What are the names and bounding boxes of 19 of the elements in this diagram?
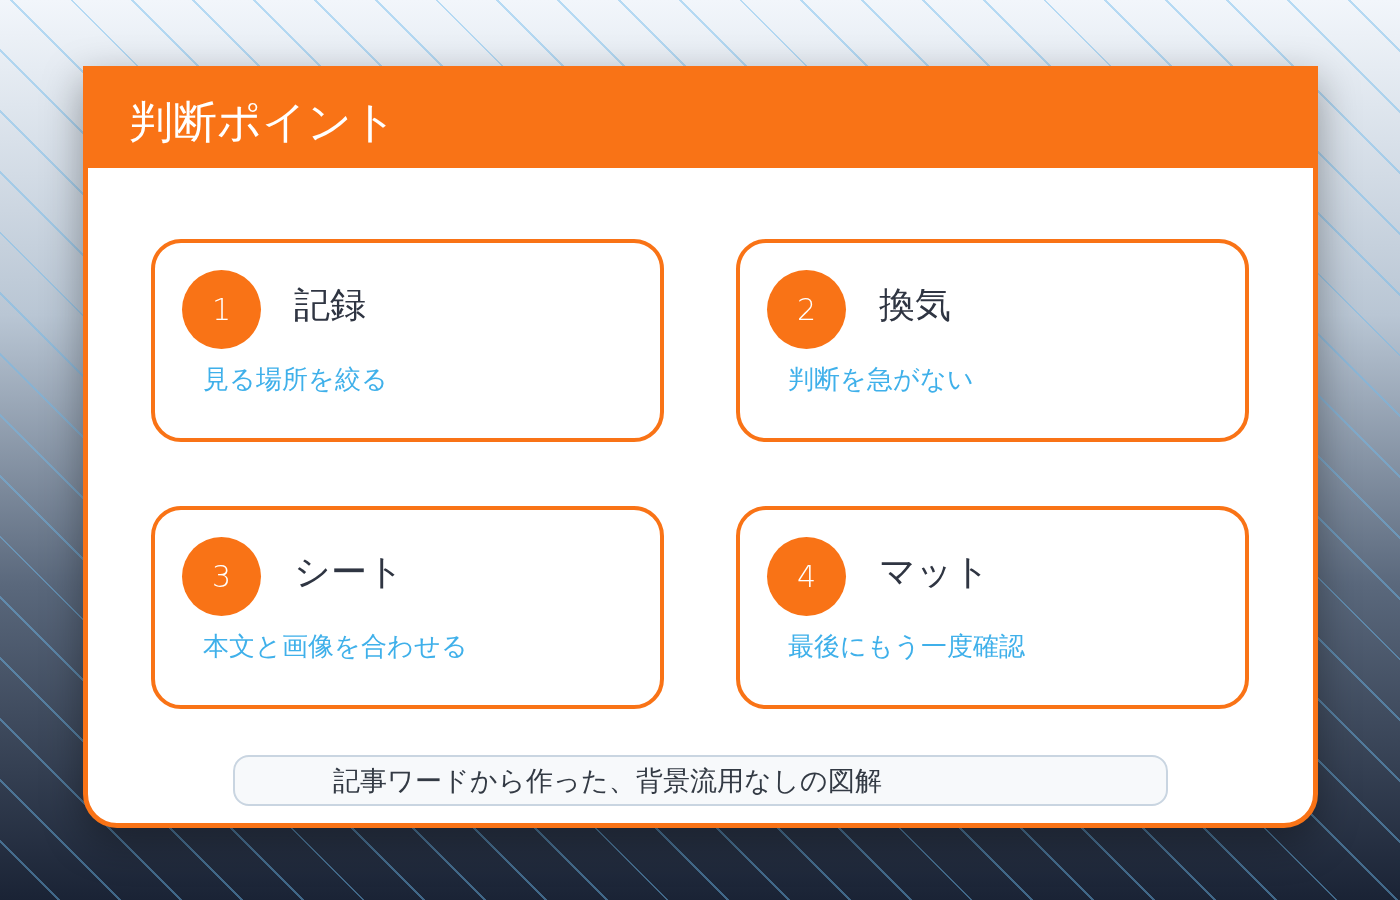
step-card: [736, 239, 1249, 442]
footnote: 記事ワードから作った、背景流用なしの図解: [233, 755, 1168, 806]
step-card: [151, 239, 664, 442]
step-card: [151, 506, 664, 709]
step-number: 3: [182, 537, 261, 616]
panel-title: 判断ポイント: [129, 96, 397, 148]
step-number: 4: [767, 537, 846, 616]
step-description: 判断を急がない: [788, 363, 974, 395]
step-card: [736, 506, 1249, 709]
step-heading: マット: [879, 550, 990, 594]
step-description: 見る場所を絞る: [203, 363, 388, 395]
step-description: 最後にもう一度確認: [788, 630, 1025, 662]
step-heading: シート: [294, 550, 404, 594]
step-description: 本文と画像を合わせる: [203, 630, 468, 662]
panel: [83, 66, 1318, 828]
step-number: 2: [767, 270, 846, 349]
step-number: 1: [182, 270, 261, 349]
step-heading: 換気: [879, 283, 951, 327]
step-heading: 記録: [294, 283, 366, 327]
